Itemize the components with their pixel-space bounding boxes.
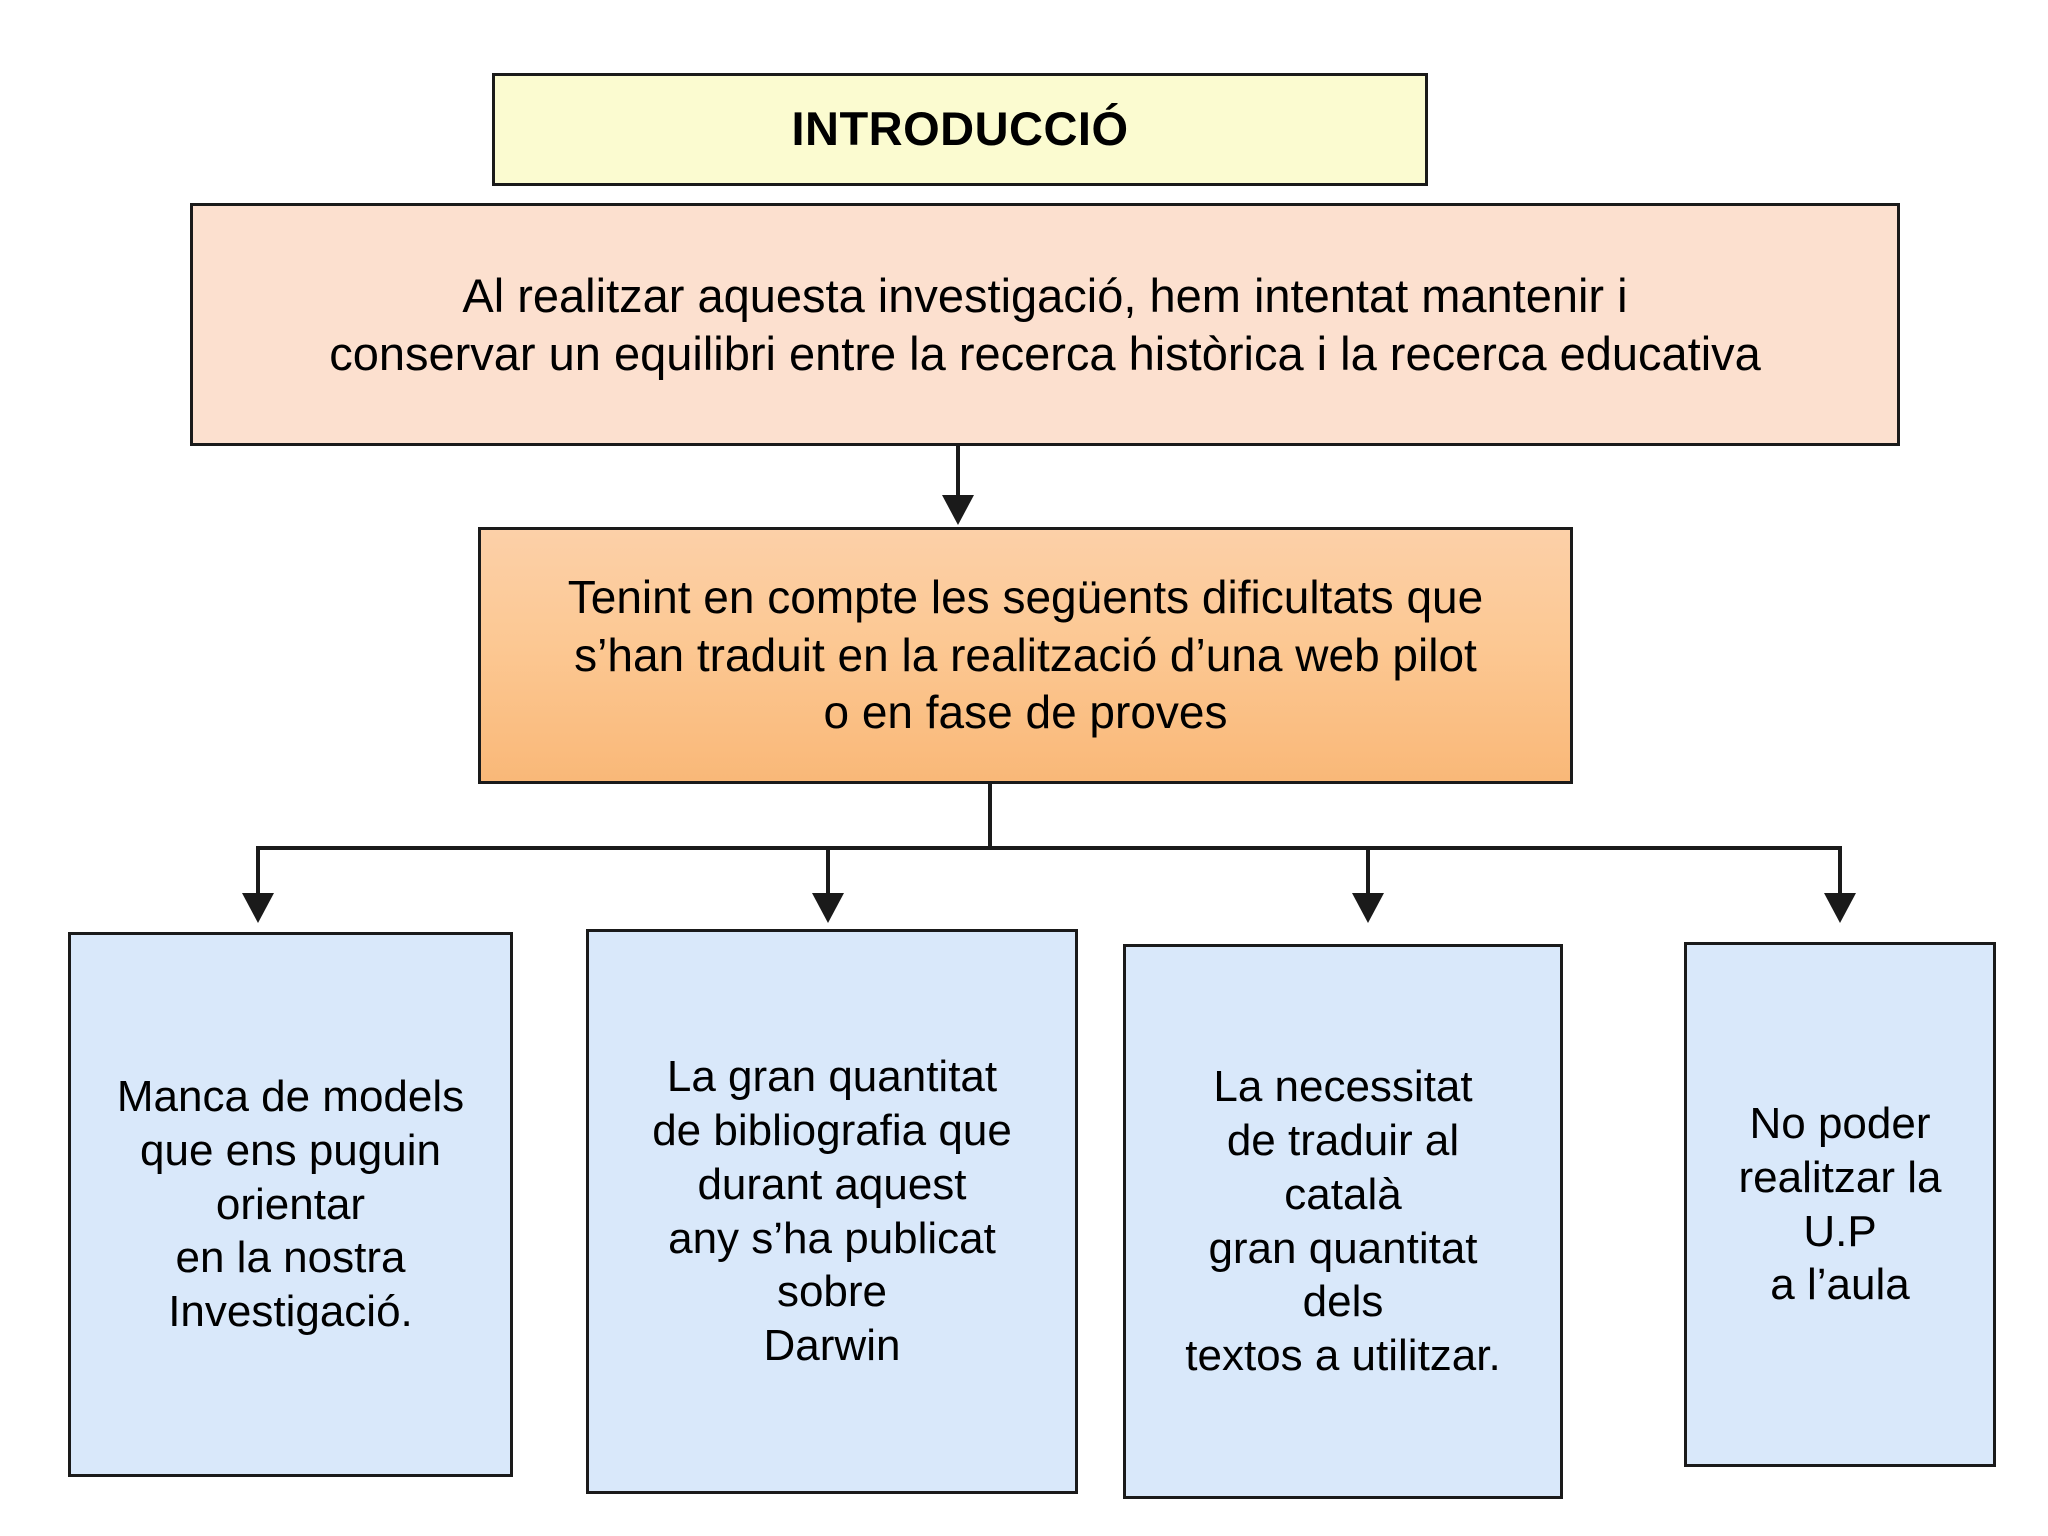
difficulty-box-cannot-run-up: No poder realitzar la U.P a l’aula: [1684, 942, 1996, 1467]
connector-to-leaf-2-line: [1366, 846, 1370, 896]
difficulty-box-translation-need: La necessitat de traduir al català gran …: [1123, 944, 1563, 1499]
connector-statement-to-difficulties-arrowhead: [942, 495, 974, 525]
connector-to-leaf-3-arrowhead: [1824, 893, 1856, 923]
statement-box: Al realitzar aquesta investigació, hem i…: [190, 203, 1900, 446]
connector-to-leaf-2-arrowhead: [1352, 893, 1384, 923]
difficulty-box-lack-of-models: Manca de models que ens puguin orientar …: [68, 932, 513, 1477]
connector-bus-stem: [988, 784, 992, 850]
connector-bus-horizontal: [258, 846, 1842, 850]
difficulty-box-bibliography-quantity: La gran quantitat de bibliografia que du…: [586, 929, 1078, 1494]
connector-to-leaf-1-line: [826, 846, 830, 896]
connector-to-leaf-1-arrowhead: [812, 893, 844, 923]
connector-statement-to-difficulties-line: [956, 446, 960, 498]
connector-to-leaf-0-line: [256, 846, 260, 896]
diagram-title-box: INTRODUCCIÓ: [492, 73, 1428, 186]
connector-to-leaf-0-arrowhead: [242, 893, 274, 923]
connector-to-leaf-3-line: [1838, 846, 1842, 896]
difficulties-intro-box: Tenint en compte les següents dificultat…: [478, 527, 1573, 784]
